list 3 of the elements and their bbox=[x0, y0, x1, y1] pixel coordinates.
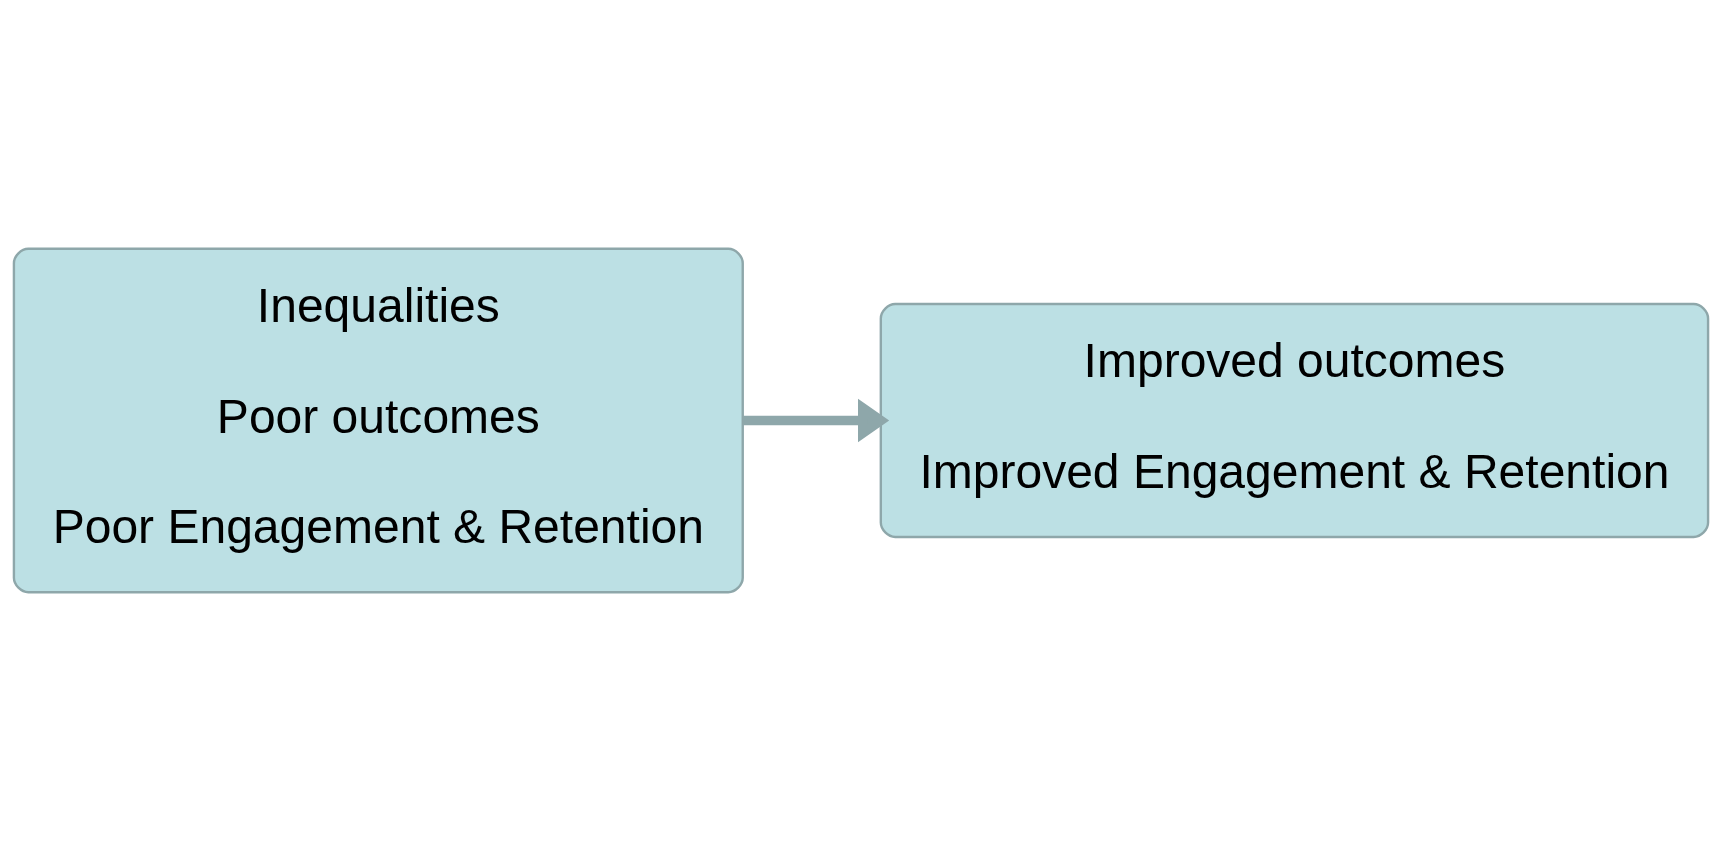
node-box: Inequalities Poor outcomes Poor Engagement & Retention bbox=[12, 247, 744, 594]
node-box: Improved outcomes Improved Engagement & Retention bbox=[879, 302, 1709, 539]
arrow bbox=[742, 398, 889, 443]
